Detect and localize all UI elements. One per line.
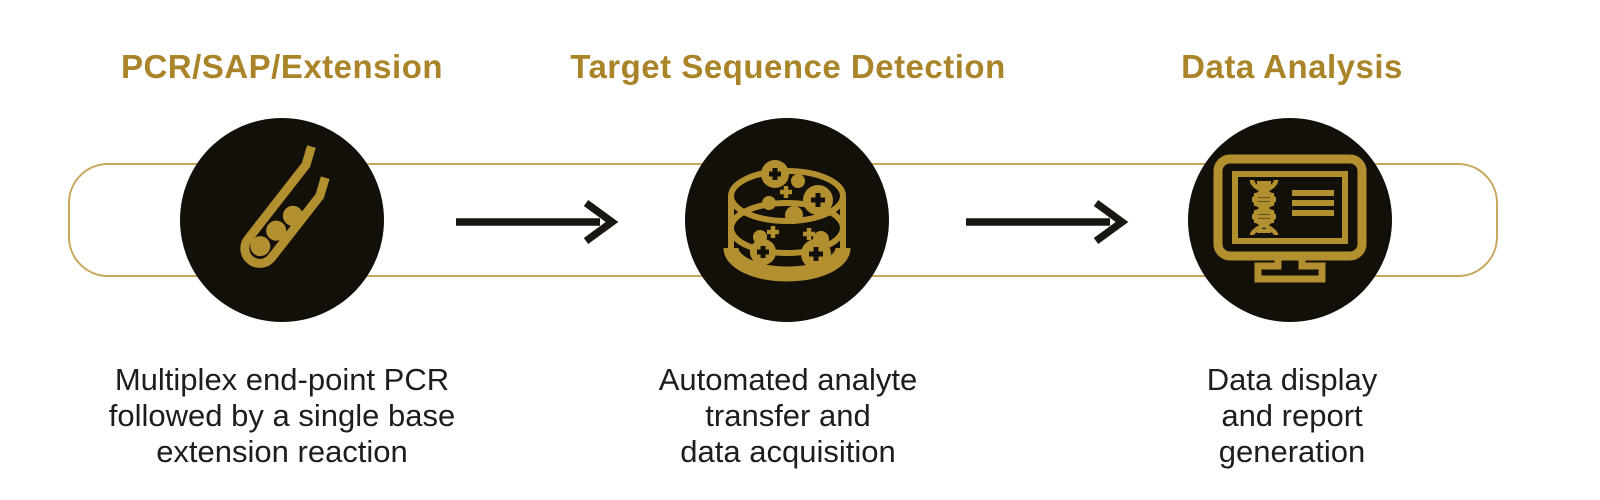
stage-circle-detection [685,118,889,322]
description-line: extension reaction [156,434,408,469]
arrow-right-icon [966,199,1129,245]
stage-circle-pcr [180,118,384,322]
stage-title-analysis: Data Analysis [1181,48,1403,85]
stage-description-pcr: Multiplex end-point PCR followed by a si… [22,362,542,470]
description-line: Data display [1206,362,1378,397]
description-line: generation [1218,434,1366,469]
description-line: data acquisition [680,434,896,469]
stage-title-detection: Target Sequence Detection [570,48,1006,85]
description-line: Multiplex end-point PCR [114,362,450,397]
petri-dish-icon [723,160,851,282]
description-line: and report [1221,398,1363,433]
description-line: Automated analyte [658,362,918,397]
test-tube-icon [240,145,330,268]
stage-title-pcr: PCR/SAP/Extension [120,48,444,85]
description-line: transfer and [705,398,871,433]
arrow-right-icon [456,199,619,245]
description-line: followed by a single base [108,398,456,433]
stage-description-analysis: Data display and report generation [1032,362,1552,470]
stage-description-detection: Automated analyte transfer and data acqu… [528,362,1048,470]
monitor-dna-icon [1213,154,1367,283]
stage-circle-analysis [1188,118,1392,322]
